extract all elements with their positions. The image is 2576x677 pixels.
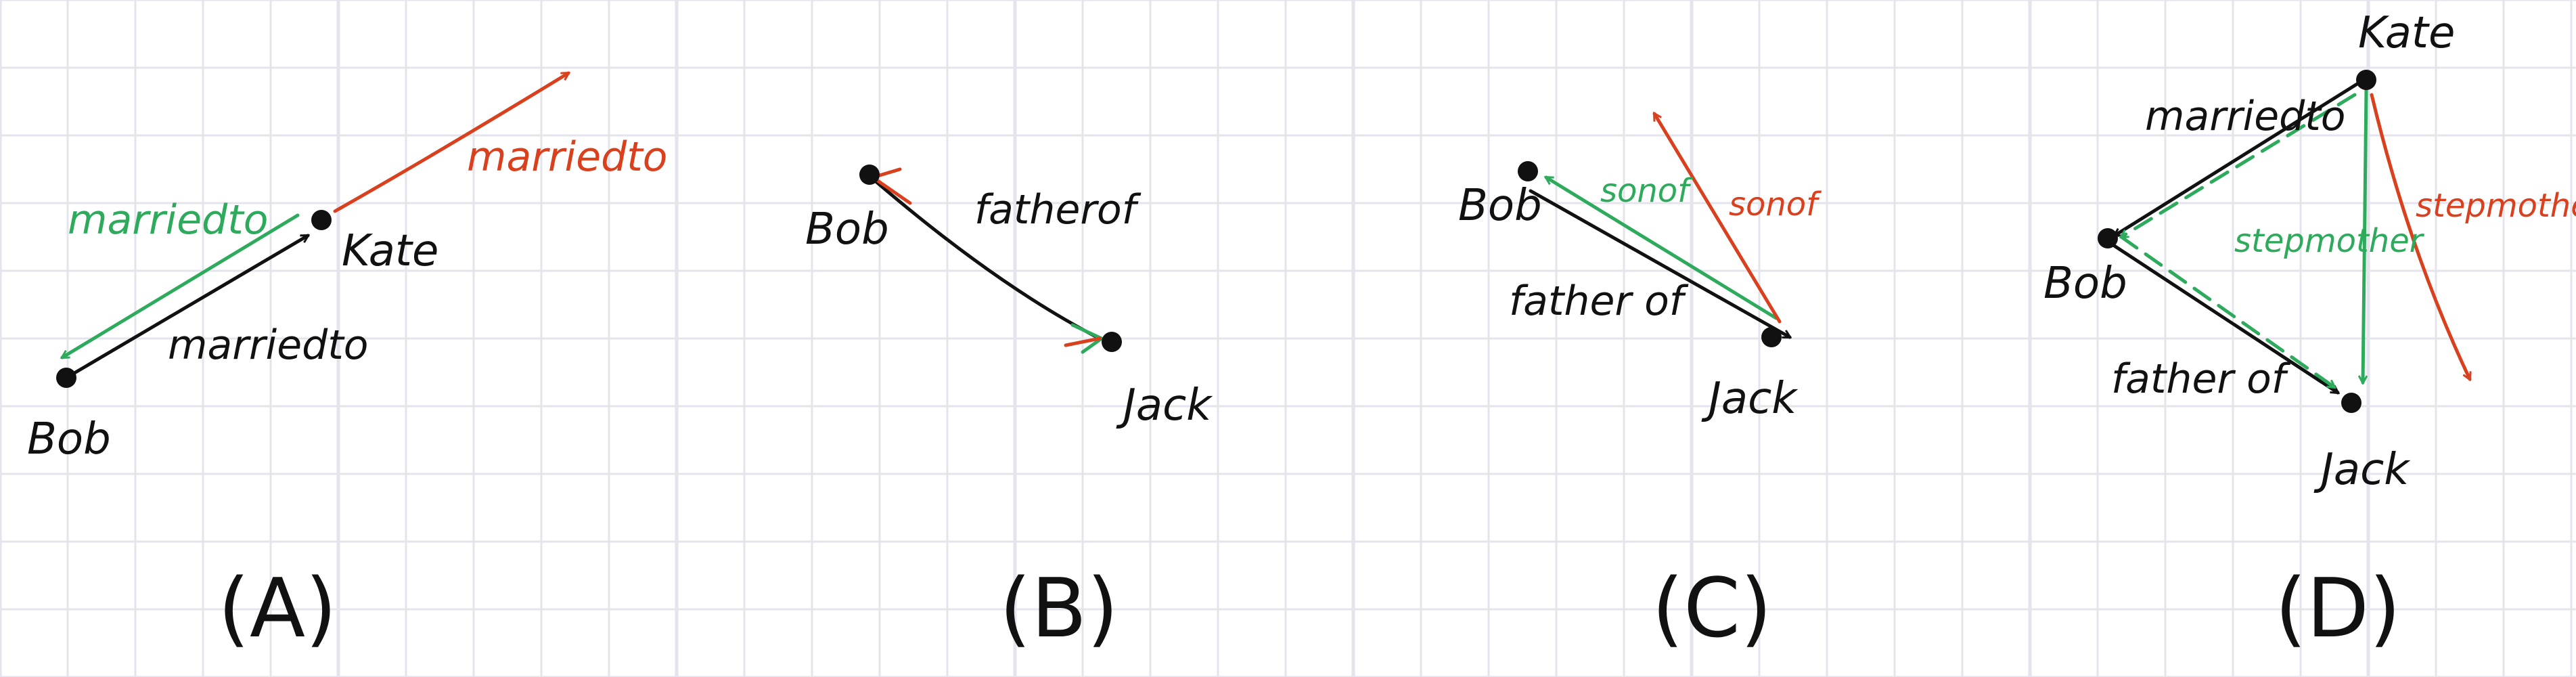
edge-b-red-arrowhead-jack [1064, 336, 1102, 347]
node-d-jack [2341, 393, 2362, 413]
node-label-c-jack: Jack [1701, 374, 1799, 424]
edge-label-c-red: sonof [1729, 185, 1822, 223]
node-label-a-kate: Kate [342, 226, 438, 276]
edge-d-green-kate-to-jack [2363, 87, 2368, 383]
edge-label-d-red: stepmother [2416, 187, 2576, 225]
panel-label-b: (B) [999, 562, 1118, 656]
node-c-bob [1518, 161, 1538, 181]
node-a-bob [56, 368, 76, 388]
node-label-d-bob: Bob [2043, 259, 2127, 309]
edge-label-d-father: father of [2111, 355, 2291, 403]
panel-c: Bob sonof sonof father of Jack (C) [1458, 114, 1822, 656]
panel-label-c: (C) [1652, 562, 1771, 656]
edge-label-c-green: sonof [1600, 172, 1693, 210]
edge-d-black-kate-to-bob [2115, 79, 2364, 238]
panel-label-a: (A) [218, 562, 337, 656]
edge-b-black-bob-to-jack [867, 174, 1102, 341]
edge-a-red-kate-outward [333, 71, 568, 213]
node-label-a-bob: Bob [27, 414, 111, 464]
edge-a-green-kate-to-bob [62, 213, 300, 359]
node-d-kate [2356, 70, 2376, 90]
panel-d: Kate marriedto stepmother stepmother Bob… [2043, 8, 2576, 656]
edge-d-red-kate-outward [2370, 93, 2470, 379]
edge-label-d-green: stepmother [2234, 222, 2425, 260]
edge-label-a-red: marriedto [467, 133, 667, 181]
edge-label-d-married: marriedto [2145, 93, 2345, 140]
edge-d-green-dashed-kate-to-bob [2121, 93, 2357, 239]
edge-d-black-bob-to-jack [2109, 242, 2338, 395]
edge-b-green-arrowhead [1070, 323, 1105, 354]
node-label-b-bob: Bob [805, 204, 889, 255]
node-d-bob [2098, 228, 2118, 248]
panel-label-d: (D) [2275, 562, 2401, 656]
edge-label-b-black: fatherof [974, 186, 1142, 234]
node-b-jack [1102, 332, 1122, 352]
node-label-c-bob: Bob [1458, 181, 1542, 231]
edge-label-c-black: father of [1509, 278, 1689, 325]
panel-a: marriedto marriedto marriedto Kate Bob (… [27, 71, 667, 656]
node-a-kate [311, 210, 332, 230]
edge-c-red-jack-upward [1652, 114, 1782, 324]
node-label-b-jack: Jack [1116, 380, 1213, 431]
edge-label-a-green: marriedto [68, 196, 268, 244]
edge-label-a-black: marriedto [168, 322, 368, 369]
edge-c-black-bob-to-jack [1529, 189, 1790, 339]
panel-b: Bob fatherof Jack (B) [805, 165, 1213, 656]
edge-a-black-bob-to-kate [64, 234, 308, 380]
node-label-d-jack: Jack [2313, 445, 2411, 495]
edge-d-green-dashed-bob-to-jack [2119, 235, 2334, 389]
node-c-jack [1761, 327, 1782, 347]
node-b-bob [859, 165, 880, 185]
edge-c-green-jack-to-bob [1546, 175, 1778, 320]
node-label-d-kate: Kate [2358, 8, 2455, 58]
